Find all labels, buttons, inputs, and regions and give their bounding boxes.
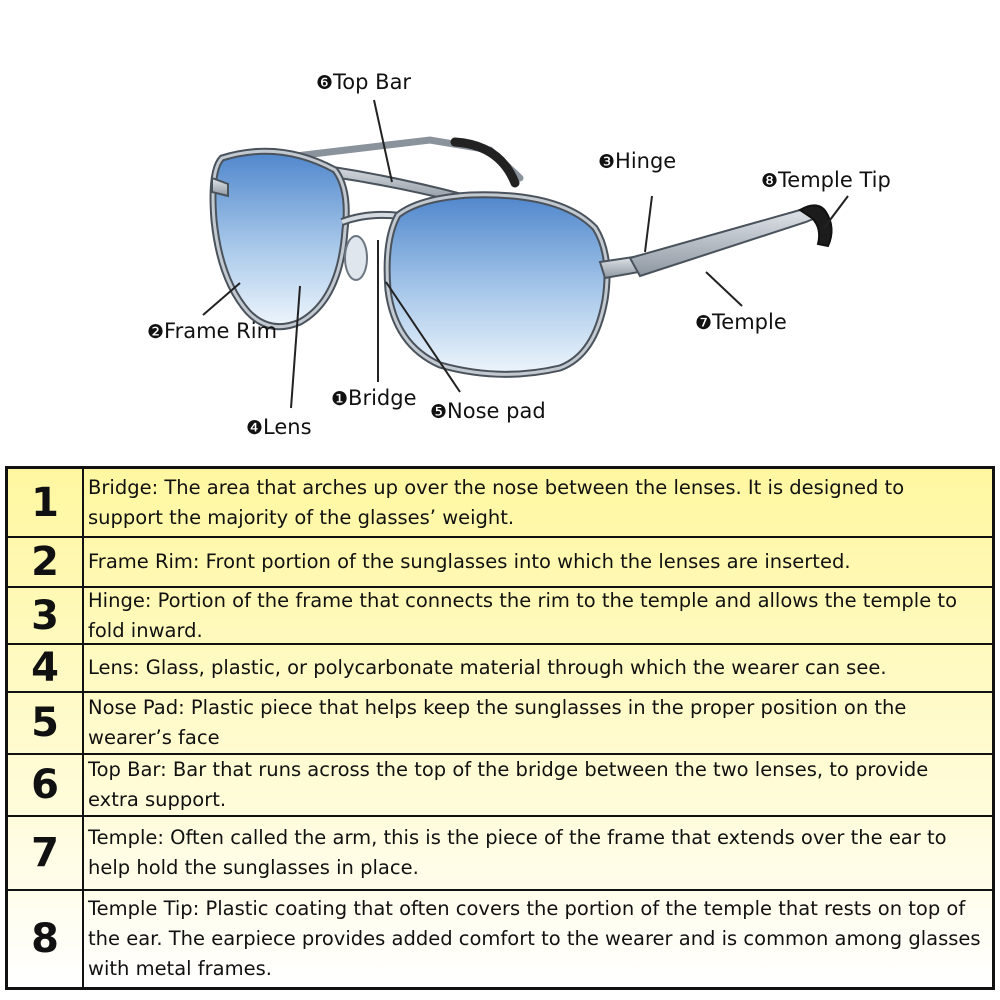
- table-row: 7 Temple: Often called the arm, this is …: [8, 815, 992, 889]
- row-number: 6: [8, 755, 84, 815]
- row-description: Temple Tip: Plastic coating that often c…: [88, 897, 981, 980]
- row-number: 7: [8, 817, 84, 889]
- callout-label: Frame Rim: [164, 319, 278, 343]
- temple-shape: [628, 204, 822, 278]
- row-description: Bridge: The area that arches up over the…: [88, 475, 905, 529]
- row-number: 4: [8, 645, 84, 691]
- table-row: 1 Bridge: The area that arches up over t…: [8, 469, 992, 536]
- row-description: Lens: Glass, plastic, or polycarbonate m…: [88, 656, 887, 679]
- callout-number: ❺: [430, 401, 448, 423]
- callout-number: ❶: [331, 388, 349, 410]
- callout-number: ❸: [598, 151, 616, 173]
- table-row: 5 Nose Pad: Plastic piece that helps kee…: [8, 691, 992, 753]
- row-number: 1: [8, 469, 84, 536]
- table-row: 6 Top Bar: Bar that runs across the top …: [8, 753, 992, 815]
- callout-label: Temple Tip: [778, 168, 891, 192]
- row-number: 5: [8, 693, 84, 753]
- callout-frame-rim: ❷Frame Rim: [147, 319, 277, 344]
- callout-bridge: ❶Bridge: [331, 386, 417, 411]
- parts-table: 1 Bridge: The area that arches up over t…: [5, 466, 995, 990]
- sunglasses-illustration: [202, 99, 849, 409]
- callout-number: ❹: [246, 417, 264, 439]
- row-number: 8: [8, 891, 84, 987]
- callout-label: Nose pad: [447, 399, 546, 423]
- right-lens: [383, 191, 611, 378]
- callout-number: ❼: [695, 312, 713, 334]
- callout-temple: ❼Temple: [695, 310, 787, 335]
- callout-label: Hinge: [615, 149, 677, 173]
- row-number: 2: [8, 538, 84, 586]
- callout-number: ❽: [761, 170, 779, 192]
- row-description: Nose Pad: Plastic piece that helps keep …: [88, 696, 907, 749]
- callout-top-bar: ❻Top Bar: [316, 70, 411, 95]
- callout-label: Temple: [712, 310, 787, 334]
- back-temple-tip: [450, 137, 520, 188]
- table-row: 4 Lens: Glass, plastic, or polycarbonate…: [8, 643, 992, 691]
- callout-nose-pad: ❺Nose pad: [430, 399, 546, 424]
- callout-label: Top Bar: [333, 70, 412, 94]
- table-row: 3 Hinge: Portion of the frame that conne…: [8, 586, 992, 643]
- callout-hinge: ❸Hinge: [598, 149, 676, 174]
- leader-lines: [202, 99, 849, 409]
- callout-number: ❷: [147, 321, 165, 343]
- callout-temple-tip: ❽Temple Tip: [761, 168, 891, 193]
- callout-lens: ❹Lens: [246, 415, 312, 440]
- row-description: Top Bar: Bar that runs across the top of…: [88, 758, 929, 811]
- temple-tip-shape: [798, 204, 833, 248]
- callout-label: Bridge: [348, 386, 417, 410]
- nose-pad-shape-left: [344, 235, 368, 281]
- row-description: Frame Rim: Front portion of the sunglass…: [88, 550, 851, 573]
- row-description: Hinge: Portion of the frame that connect…: [88, 588, 957, 642]
- table-row: 8 Temple Tip: Plastic coating that often…: [8, 889, 992, 987]
- sunglasses-diagram: ❻Top Bar ❸Hinge ❽Temple Tip ❷Frame Rim ❼…: [0, 0, 1000, 455]
- callout-label: Lens: [263, 415, 312, 439]
- callout-number: ❻: [316, 72, 334, 94]
- row-number: 3: [8, 588, 84, 643]
- table-row: 2 Frame Rim: Front portion of the sungla…: [8, 536, 992, 586]
- left-lens: [209, 147, 350, 331]
- row-description: Temple: Often called the arm, this is th…: [88, 826, 947, 879]
